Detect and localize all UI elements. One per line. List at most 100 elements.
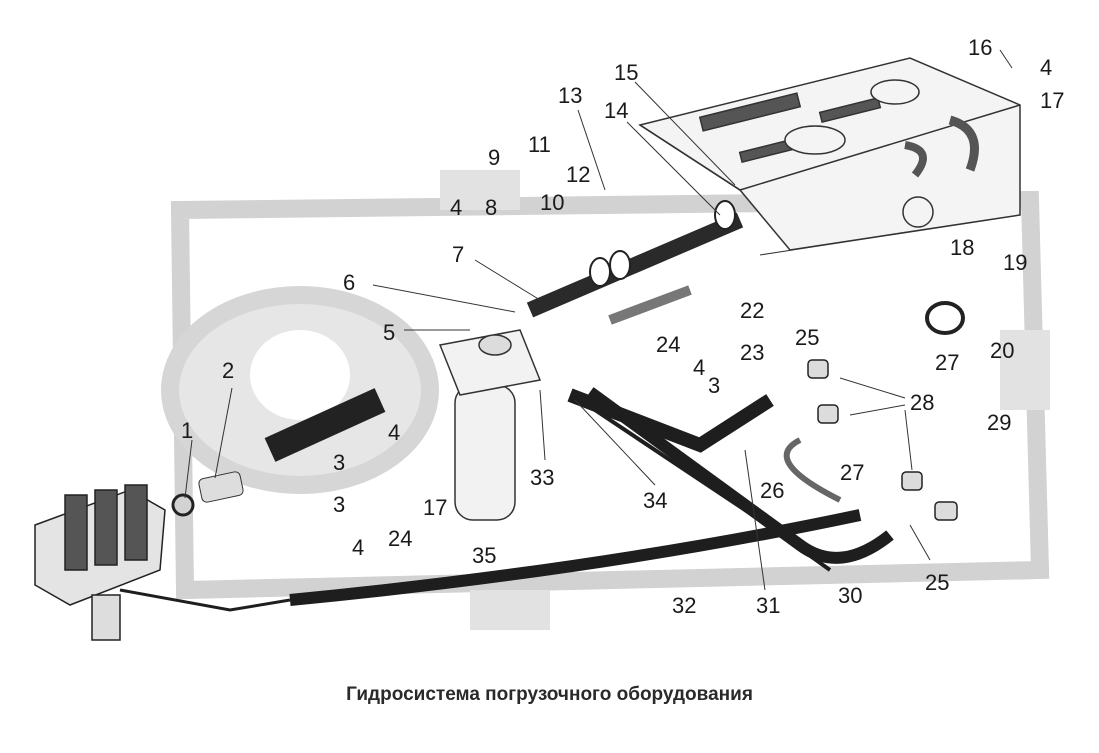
leader-7 bbox=[474, 259, 541, 301]
leader-33 bbox=[539, 389, 546, 461]
callout-4e: 4 bbox=[1040, 55, 1052, 80]
corrugated-hose bbox=[264, 388, 386, 462]
callout-24a: 24 bbox=[656, 332, 680, 357]
callout-10: 10 bbox=[540, 190, 564, 215]
callout-25a: 25 bbox=[795, 325, 819, 350]
tube-to-valve bbox=[119, 588, 291, 612]
callout-31: 31 bbox=[756, 593, 780, 618]
clamp-10 bbox=[609, 250, 631, 280]
tank-plate-3 bbox=[818, 96, 882, 124]
callout-17b: 17 bbox=[423, 495, 447, 520]
leader-34 bbox=[574, 399, 656, 486]
tank-flange bbox=[902, 196, 934, 228]
leader-13 bbox=[577, 109, 606, 191]
leader-16 bbox=[999, 49, 1013, 69]
clamp-9 bbox=[589, 257, 611, 287]
tank-body bbox=[638, 57, 1021, 251]
tank-top-edge bbox=[639, 104, 1021, 191]
leader-28 bbox=[839, 377, 913, 471]
callout-4a: 4 bbox=[450, 195, 462, 220]
valve-section-3 bbox=[124, 484, 148, 561]
fitting-2 bbox=[198, 471, 244, 503]
tube-26 bbox=[783, 437, 842, 503]
callout-29: 29 bbox=[987, 410, 1011, 435]
callout-27b: 27 bbox=[840, 460, 864, 485]
fitting-28c bbox=[901, 471, 923, 491]
callout-1: 1 bbox=[181, 418, 193, 443]
leader-14 bbox=[626, 121, 721, 216]
pressure-hoses bbox=[119, 387, 894, 612]
diagram-caption: Гидросистема погрузочного оборудования bbox=[346, 684, 753, 705]
callout-28: 28 bbox=[910, 390, 934, 415]
watermark bbox=[161, 170, 1050, 630]
tank-filler-cap bbox=[784, 125, 846, 155]
callout-3b: 3 bbox=[333, 492, 345, 517]
hose-30 bbox=[586, 387, 894, 564]
callout-7: 7 bbox=[452, 242, 464, 267]
callout-24b: 24 bbox=[388, 526, 412, 551]
hose-32 bbox=[289, 509, 862, 606]
callout-19: 19 bbox=[1003, 250, 1027, 275]
control-valve bbox=[34, 484, 166, 641]
callout-18: 18 bbox=[950, 235, 974, 260]
callout-labels: 1 2 3 3 3 4 4 4 4 4 5 6 7 8 9 10 11 12 1… bbox=[181, 35, 1064, 618]
callout-30: 30 bbox=[838, 583, 862, 608]
callout-35: 35 bbox=[472, 543, 496, 568]
tank-return-pipe bbox=[904, 141, 927, 178]
callout-17a: 17 bbox=[1040, 88, 1064, 113]
suction-line bbox=[526, 200, 744, 325]
filter-cap bbox=[478, 334, 512, 356]
clamp-27 bbox=[925, 301, 965, 335]
callout-34: 34 bbox=[643, 488, 667, 513]
suction-hose-segment bbox=[608, 285, 692, 325]
leader-31 bbox=[744, 449, 766, 591]
watermark-gear-tooth-top bbox=[440, 170, 520, 210]
fittings-right bbox=[807, 301, 965, 521]
watermark-gear-tooth-right bbox=[1000, 330, 1050, 410]
leader-15 bbox=[634, 81, 736, 186]
callout-9: 9 bbox=[488, 145, 500, 170]
callout-4d: 4 bbox=[693, 355, 705, 380]
watermark-frame bbox=[170, 190, 1050, 600]
leader-right-frame bbox=[759, 110, 1021, 256]
return-hose bbox=[171, 388, 386, 517]
leader-lines bbox=[184, 49, 1021, 591]
tank-breather bbox=[870, 79, 920, 105]
tank-plate-1 bbox=[698, 92, 802, 132]
callout-3a: 3 bbox=[333, 450, 345, 475]
valve-section-1 bbox=[64, 494, 88, 571]
leader-25b bbox=[909, 524, 931, 561]
filter-canister bbox=[454, 384, 516, 521]
callout-5: 5 bbox=[383, 320, 395, 345]
clamp-14 bbox=[714, 200, 736, 230]
callout-22: 22 bbox=[740, 298, 764, 323]
callout-20: 20 bbox=[990, 338, 1014, 363]
watermark-hole bbox=[250, 330, 350, 420]
hydraulic-tank bbox=[638, 57, 1021, 251]
callout-16: 16 bbox=[968, 35, 992, 60]
callout-11: 11 bbox=[528, 132, 551, 157]
callout-27a: 27 bbox=[935, 350, 959, 375]
callout-23: 23 bbox=[740, 340, 764, 365]
fitting-28a bbox=[807, 359, 829, 379]
callout-14: 14 bbox=[604, 98, 628, 123]
o-ring-1 bbox=[171, 493, 195, 517]
watermark-gear-tooth-bottom bbox=[470, 590, 550, 630]
fitting-29 bbox=[934, 501, 958, 521]
leader-6 bbox=[372, 284, 516, 313]
valve-pipe bbox=[91, 594, 121, 641]
suction-hose bbox=[526, 212, 744, 318]
filter-housing bbox=[438, 329, 542, 521]
callout-15: 15 bbox=[614, 60, 638, 85]
callout-4b: 4 bbox=[388, 420, 400, 445]
fitting-28b bbox=[817, 404, 839, 424]
callout-8: 8 bbox=[485, 195, 497, 220]
callout-13: 13 bbox=[558, 83, 582, 108]
valve-section-2 bbox=[94, 489, 118, 566]
callout-26: 26 bbox=[760, 478, 784, 503]
callout-2: 2 bbox=[222, 358, 234, 383]
callout-3c: 3 bbox=[708, 373, 720, 398]
leader-2 bbox=[214, 387, 233, 479]
